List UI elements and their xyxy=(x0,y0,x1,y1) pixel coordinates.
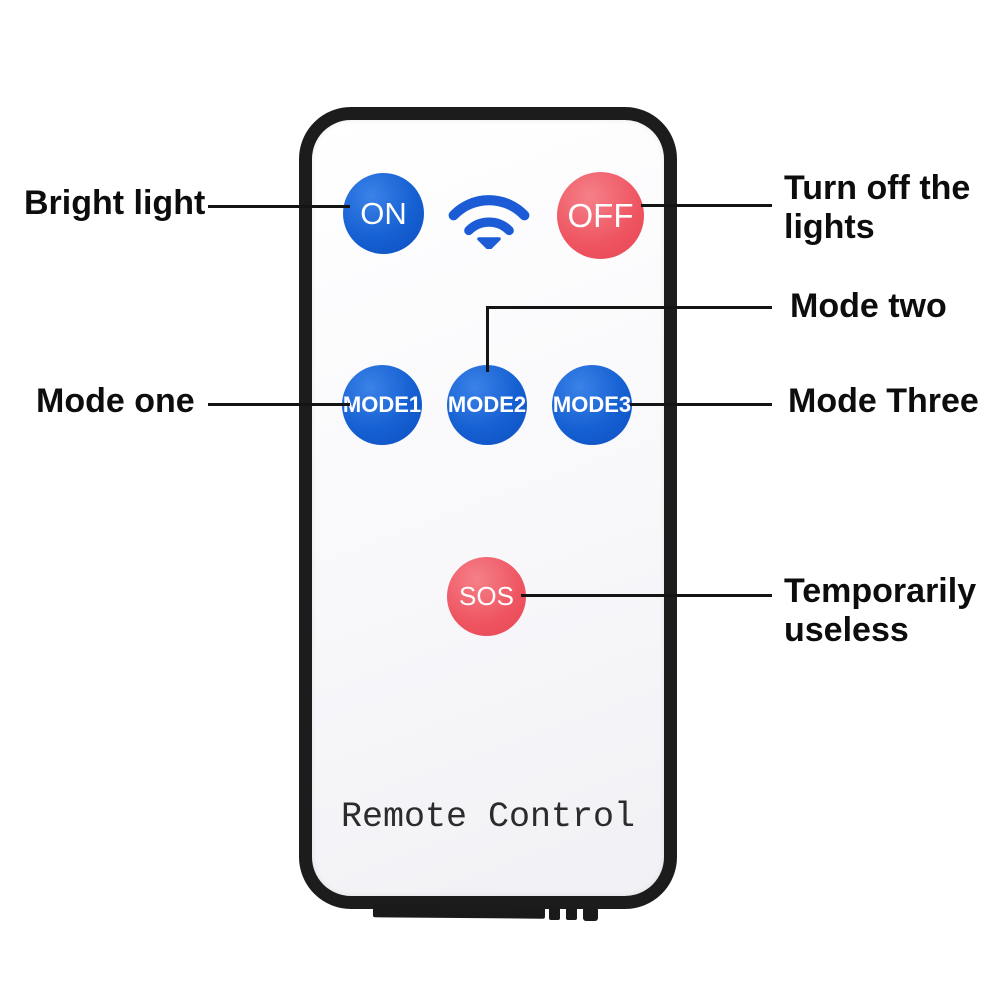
mode1-button: MODE1 xyxy=(342,365,422,445)
label-turn-off-the-lights: Turn off the lights xyxy=(784,169,971,247)
label-mode-two: Mode two xyxy=(790,287,947,325)
label-mode-three: Mode Three xyxy=(788,382,979,420)
bottom-notch xyxy=(583,907,598,921)
on-button: ON xyxy=(343,173,424,254)
label-temporarily-useless: Temporarily useless xyxy=(784,572,977,650)
callout-line-mode-two-vertical xyxy=(486,306,489,372)
mode3-button: MODE3 xyxy=(552,365,632,445)
brand-text: Remote Control xyxy=(340,797,636,837)
off-button: OFF xyxy=(557,172,644,259)
callout-line-mode-one xyxy=(208,403,350,406)
battery-tray-strip xyxy=(372,904,546,919)
callout-line-turn-off xyxy=(641,204,772,207)
callout-line-sos xyxy=(521,594,772,597)
bottom-notch xyxy=(549,906,560,920)
callout-line-mode-three xyxy=(630,403,772,406)
label-bright-light: Bright light xyxy=(24,184,206,222)
sos-button: SOS xyxy=(447,557,526,636)
bottom-notch xyxy=(566,906,577,920)
mode2-button: MODE2 xyxy=(447,365,527,445)
wifi-icon xyxy=(448,195,530,249)
label-mode-one: Mode one xyxy=(36,382,195,420)
callout-line-mode-two-horizontal xyxy=(486,306,772,309)
callout-line-bright-light xyxy=(208,205,350,208)
